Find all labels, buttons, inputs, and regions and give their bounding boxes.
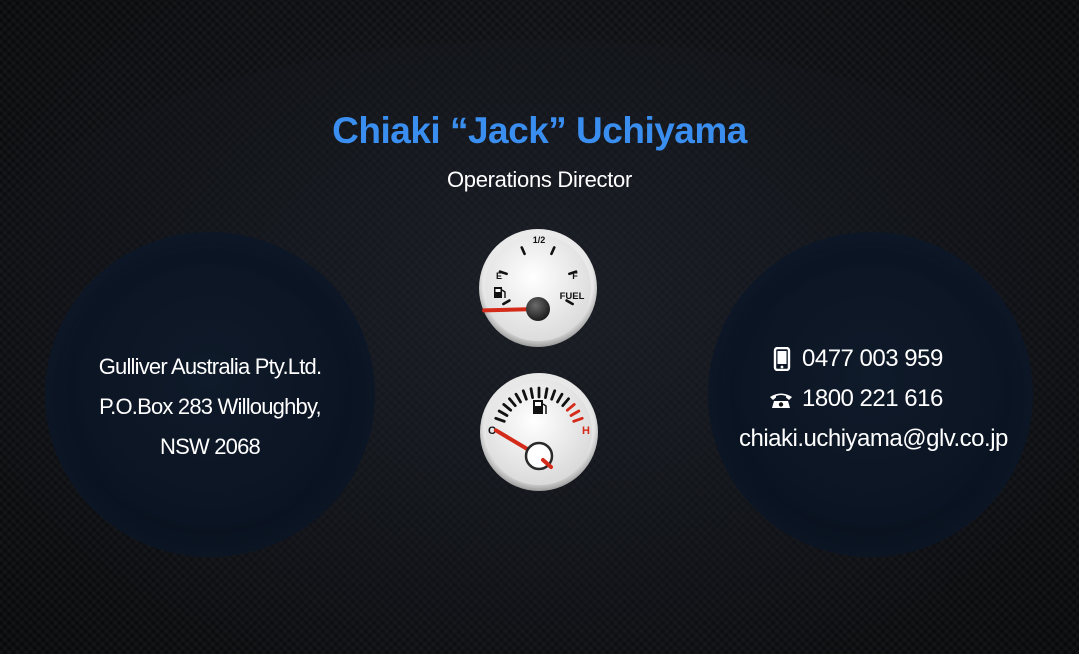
temp-tick: [565, 403, 576, 412]
temp-tick: [572, 416, 584, 423]
left-gauge-pod: [45, 232, 375, 557]
fuel-gauge: 1/2 E F FUEL: [479, 229, 597, 347]
fuel-caption: FUEL: [560, 291, 585, 302]
fuel-full-label: F: [572, 271, 578, 281]
temp-hot-label: H: [582, 425, 590, 437]
temp-tick: [494, 416, 506, 423]
address-city: NSW 2068: [160, 434, 261, 459]
fuel-tick: [498, 270, 508, 276]
job-title: Operations Director: [446, 167, 633, 192]
temperature-gauge: C H: [480, 373, 598, 491]
temp-tick: [502, 403, 513, 412]
right-gauge-pod: [708, 232, 1033, 557]
fuel-tick: [502, 299, 511, 306]
temp-tick: [561, 397, 570, 408]
temp-tick: [544, 387, 549, 399]
temp-tick: [508, 397, 517, 408]
fuel-empty-label: E: [496, 271, 502, 281]
fuel-gauge-face: [485, 235, 591, 341]
fuel-tick: [565, 299, 574, 306]
telephone-icon: [770, 393, 792, 408]
fuel-tick: [520, 246, 526, 256]
company-name: Gulliver Australia Pty.Ltd.: [98, 354, 322, 379]
temp-tick: [556, 392, 564, 404]
fuel-needle-hub: [526, 297, 550, 321]
temp-tick: [529, 387, 534, 399]
temp-tick: [497, 409, 509, 417]
email-address[interactable]: chiaki.uchiyama@glv.co.jp: [739, 425, 1008, 452]
person-name: Chiaki “Jack” Uchiyama: [332, 110, 747, 151]
temp-tick: [521, 389, 528, 401]
fuel-tick: [550, 246, 556, 256]
temp-tick: [514, 392, 522, 404]
mobile-number[interactable]: 0477 003 959: [802, 345, 943, 372]
address-line: P.O.Box 283 Willoughby,: [99, 394, 322, 419]
temp-needle-tail: [541, 458, 553, 469]
temp-gauge-face: [486, 379, 592, 485]
temp-pump-icon: [533, 400, 547, 414]
mobile-phone-icon: [773, 347, 791, 371]
temp-tick: [550, 389, 557, 401]
fuel-half-label: 1/2: [533, 235, 546, 245]
temp-cold-label: C: [488, 425, 496, 437]
temp-tick: [569, 409, 581, 417]
fuel-pump-icon: [494, 287, 506, 298]
fuel-tick: [568, 270, 578, 276]
phone-number[interactable]: 1800 221 616: [802, 385, 943, 412]
